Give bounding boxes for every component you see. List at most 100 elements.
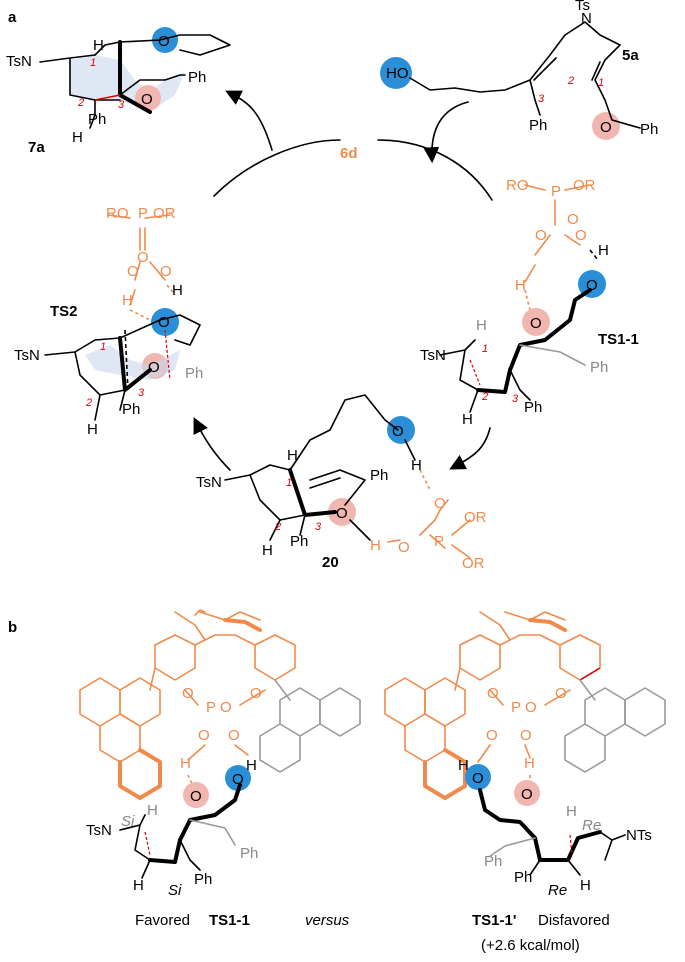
arrow-to-ts2 [193,417,231,471]
atom-ph: Ph [290,533,308,550]
atom-ph-gray: Ph [590,359,608,376]
atom-h-top: H [287,447,298,464]
compound-5a: HO N Ts Ph O Ph 2 3 1 5a [380,0,658,140]
atom-nts: NTs [626,827,652,844]
atom-h: H [580,877,591,894]
atom-h-or: H [515,277,526,294]
atom-o-r: O [250,685,262,702]
atom-ph: Ph [524,399,542,416]
panel-a-label: a [8,9,17,26]
arc-right-top [377,139,493,201]
label-5a: 5a [622,47,639,64]
atom-h-oh: H [411,457,422,474]
atom-o-dbl: O [525,699,537,716]
atom-ph-top: Ph [370,467,388,484]
locant-3: 3 [118,99,125,111]
atom-o-l: O [487,685,499,702]
locant-2: 2 [274,521,281,533]
atom-h: H [462,411,473,428]
carbonyl-highlight [328,498,356,526]
atom-n: N [581,10,592,27]
atom-ph-gray: Ph [484,853,502,870]
arrow-to-7a [225,90,273,151]
atom-o: O [600,119,612,136]
atom-h-oh: H [458,757,469,774]
carbonyl-highlight [183,782,209,808]
atom-or: OR [573,177,596,194]
atom-h-or: H [180,755,191,772]
atom-h: H [262,542,273,559]
locant-2: 2 [77,97,84,109]
atom-ph: Ph [122,401,140,418]
label-ts1-1: TS1-1 [598,331,639,348]
compound-7a: TsN H O O Ph Ph H 1 2 3 7a [6,27,231,156]
atom-o-pink: O [148,359,160,376]
atom-p: P [206,699,216,716]
hydroxyl-highlight [225,765,251,791]
panel-b-label: b [8,619,17,636]
atom-ph2: Ph [640,121,658,138]
atom-o2: O [228,727,240,744]
face-re-top: Re [582,817,601,834]
atom-tsn: TsN [6,53,32,70]
atom-o1: O [198,727,210,744]
carbonyl-highlight [522,308,550,336]
catalytic-cycle-arrows [193,90,493,471]
locant-3: 3 [512,393,519,405]
atom-o-pink: O [336,505,348,522]
atom-h-oh: H [246,757,257,774]
locant-2: 2 [567,75,574,87]
atom-o-pink: O [530,315,542,332]
atom-h: H [87,421,98,438]
hydroxyl-highlight [380,57,412,89]
atom-ph2: Ph [88,111,106,128]
atom-p: P [138,205,148,222]
atom-p: P [551,183,561,200]
atom-o: O [158,33,170,50]
atom-o-blue: O [232,771,244,788]
atom-ho: HO [386,65,409,82]
carbonyl-highlight [592,112,620,140]
atom-o-ring: O [141,91,153,108]
locant-3: 3 [315,521,322,533]
compound-20: O H O Ph TsN H Ph H H O P O OR OR 1 2 3 … [196,394,487,572]
arc-left-top [213,139,341,197]
atom-o3: O [575,227,587,244]
hydroxyl-highlight [152,27,178,53]
face-si-top: Si [121,813,135,830]
atom-h-gray: H [476,317,487,334]
atom-o2: O [127,263,139,280]
hydroxyl-highlight [465,764,491,790]
atom-h-oh: H [598,242,609,259]
atom-tsn: TsN [14,347,40,364]
atom-o-blue: O [472,770,484,787]
atom-h-or: H [122,292,133,309]
atom-or2: OR [462,555,485,572]
ts1-1-favored-structure: O O P O O O H O O H TsN H Ph Ph [79,609,361,899]
atom-h-gray: H [566,803,577,820]
atom-ph: Ph [529,117,547,134]
locant-2: 2 [85,397,92,409]
locant-3: 3 [538,93,545,105]
locant-1: 1 [90,57,96,69]
locant-1: 1 [100,341,106,353]
atom-o-l: O [182,685,194,702]
atom-o-blue: O [392,423,404,440]
atom-ph: Ph [514,869,532,886]
hydroxyl-highlight [387,416,415,444]
compound-ts1-1: RO P OR O O O H H O O H Ph TsN Ph H 1 2 … [420,177,639,428]
caption-energy: (+2.6 kcal/mol) [481,937,580,954]
atom-ph: Ph [194,871,212,888]
atom-o3: O [160,263,172,280]
caption-disfavored: Disfavored [538,912,610,929]
atom-h2: H [72,129,83,146]
atom-o2: O [535,227,547,244]
carbonyl-highlight [514,780,540,806]
hydroxyl-highlight [151,308,179,336]
face-re-bottom: Re [548,882,567,899]
arrow-from-5a [423,101,469,164]
atom-o-or: O [398,539,410,556]
atom-ts: Ts [575,0,590,14]
atom-h-oh: H [172,282,183,299]
